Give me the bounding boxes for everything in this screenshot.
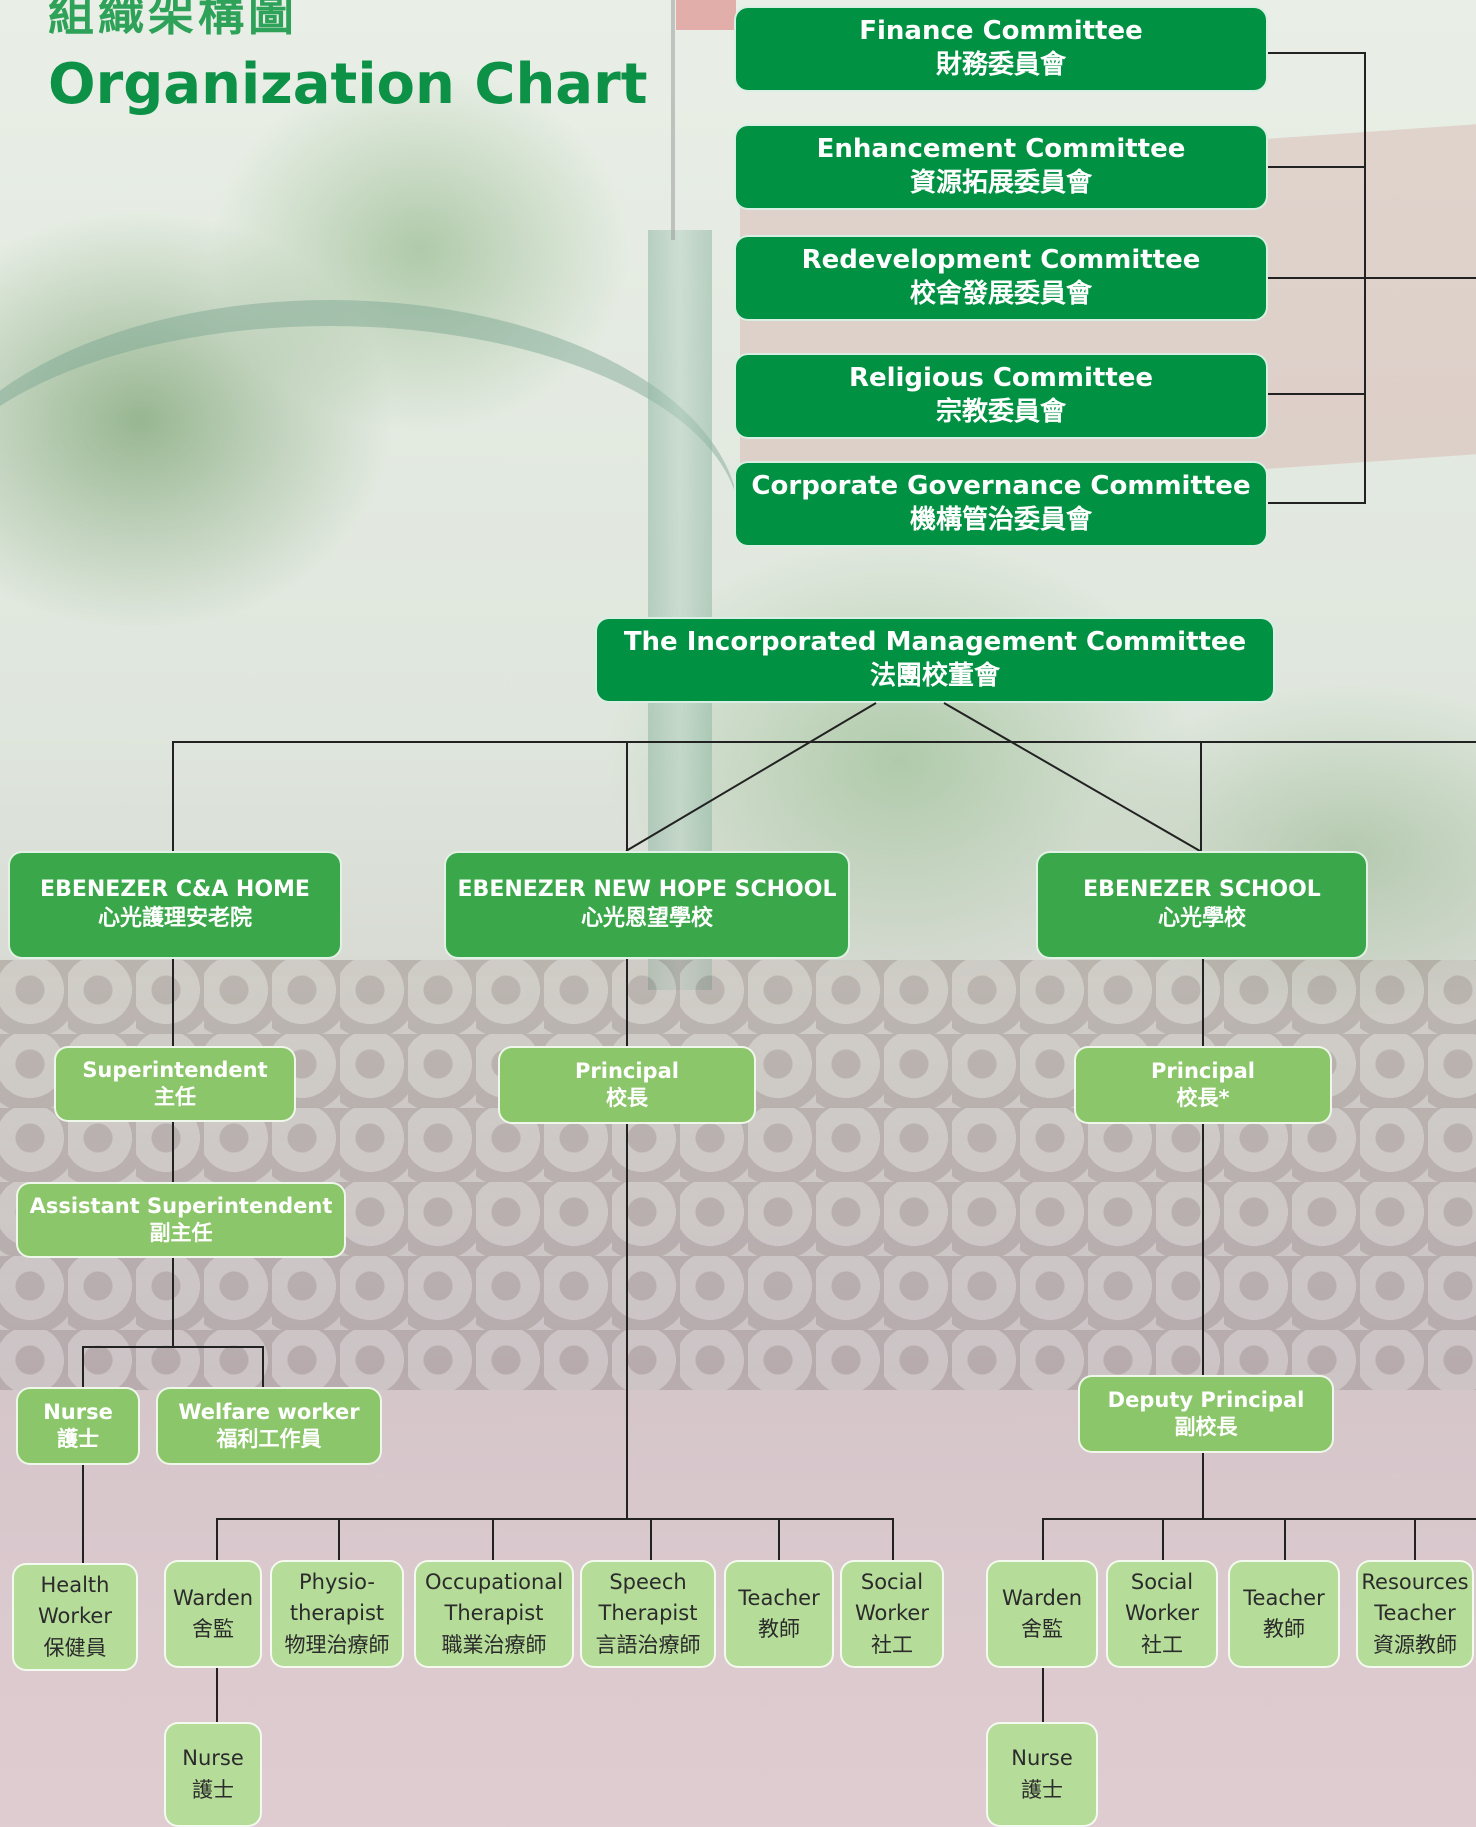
connector [216,1518,894,1520]
connector [1042,1668,1044,1724]
connector [1414,1518,1416,1562]
connector [1364,52,1366,504]
connector [82,1465,84,1565]
connector [1268,502,1366,504]
connector [1284,1518,1286,1562]
connector [892,1518,894,1562]
connector [338,1518,340,1562]
connector [216,1518,218,1562]
crowd-decoration [0,960,1476,1390]
page-title-zh: 組織架構圖 [48,0,298,41]
page-title-en: Organization Chart [48,52,648,117]
connector [1200,741,1202,853]
flag-decoration [676,0,736,30]
connector [82,1346,84,1388]
connector [82,1346,264,1348]
connector [1268,277,1476,279]
connector [1042,1518,1044,1562]
connector [1268,393,1366,395]
connector [650,1518,652,1562]
connector [778,1518,780,1562]
connector [1268,166,1366,168]
connector [492,1518,494,1562]
connector [626,959,628,1519]
connector [172,741,1476,743]
connector [172,741,174,853]
connector [1042,1518,1476,1520]
connector [1202,959,1204,1519]
connector [262,1346,264,1388]
connector [626,741,628,853]
connector [1268,52,1366,54]
connector [1162,1518,1164,1562]
connector [172,959,174,1347]
connector [216,1668,218,1724]
flagpole-decoration [671,0,675,240]
